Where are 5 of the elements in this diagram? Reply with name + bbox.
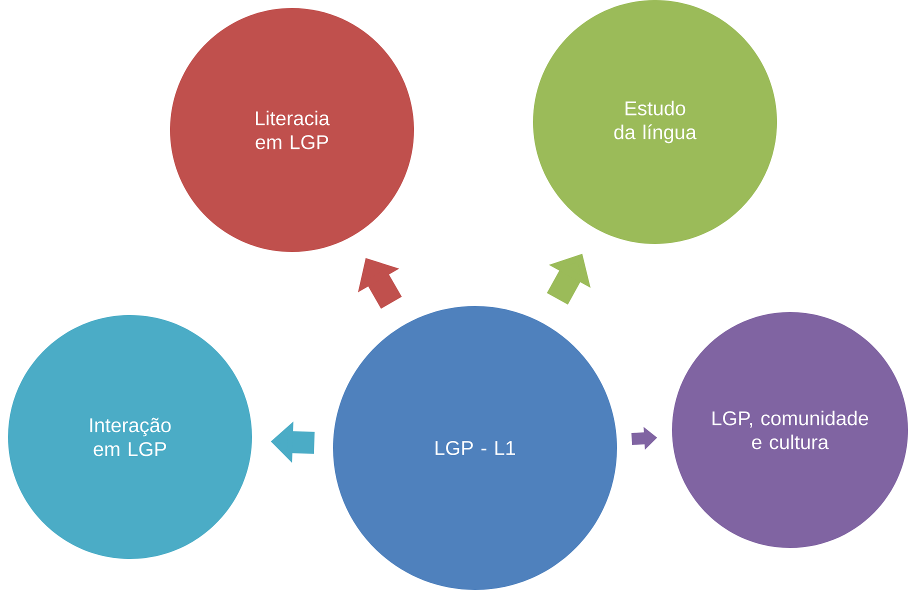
circle-node: Interação em LGP	[8, 315, 252, 559]
circle-node: Literacia em LGP	[170, 8, 414, 252]
circle-node: LGP - L1	[333, 306, 617, 590]
circle-node: Estudo da língua	[533, 0, 777, 244]
circle-node: LGP, comunidade e cultura	[672, 312, 908, 548]
